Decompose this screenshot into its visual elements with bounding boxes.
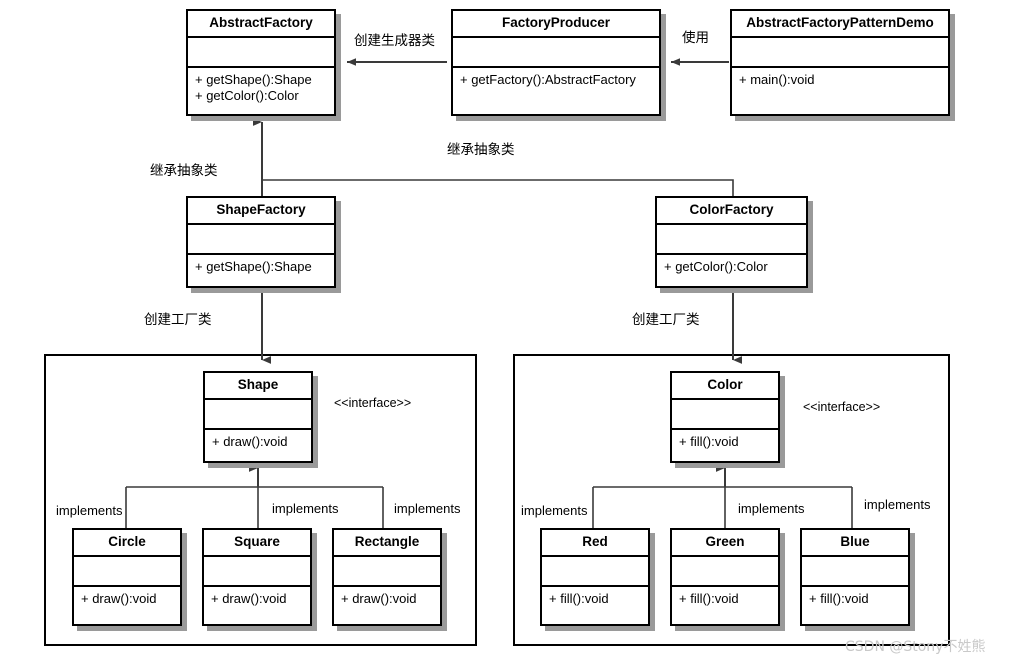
- edge-label-inherit-abstract-left: 继承抽象类: [150, 163, 218, 179]
- class-circle[interactable]: Circle + draw():void: [72, 528, 182, 626]
- class-blue[interactable]: Blue + fill():void: [800, 528, 910, 626]
- class-operations-abstract-factory: + getShape():Shape + getColor():Color: [188, 68, 334, 109]
- class-attributes-abstract-factory: [188, 38, 334, 68]
- operation-item: + getColor():Color: [664, 258, 768, 274]
- class-operations-rectangle: + draw():void: [334, 587, 440, 611]
- class-attributes-demo: [732, 38, 948, 68]
- class-name-red: Red: [542, 530, 648, 557]
- class-attributes-square: [204, 557, 310, 587]
- class-color-interface[interactable]: Color + fill():void: [670, 371, 780, 463]
- class-name-shape: Shape: [205, 373, 311, 400]
- class-operations-blue: + fill():void: [802, 587, 908, 611]
- edge-label-implements-shape-2: implements: [272, 501, 339, 516]
- operation-item: + draw():void: [212, 433, 288, 449]
- operation-item: + getFactory():AbstractFactory: [460, 71, 636, 87]
- edge-label-create-factory-left: 创建工厂类: [144, 312, 212, 328]
- class-name-shape-factory: ShapeFactory: [188, 198, 334, 225]
- operation-item: + getShape():Shape: [195, 71, 312, 87]
- edge-label-use: 使用: [682, 30, 709, 46]
- class-name-demo: AbstractFactoryPatternDemo: [732, 11, 948, 38]
- class-name-color-factory: ColorFactory: [657, 198, 806, 225]
- operation-item: + draw():void: [81, 590, 157, 606]
- class-attributes-shape-factory: [188, 225, 334, 255]
- class-operations-shape-factory: + getShape():Shape: [188, 255, 334, 279]
- class-operations-red: + fill():void: [542, 587, 648, 611]
- edge-label-create-producer: 创建生成器类: [354, 33, 435, 49]
- class-name-rectangle: Rectangle: [334, 530, 440, 557]
- stereotype-label-color: <<interface>>: [803, 400, 881, 414]
- class-shape-interface[interactable]: Shape + draw():void: [203, 371, 313, 463]
- class-name-green: Green: [672, 530, 778, 557]
- edge-label-create-factory-right: 创建工厂类: [632, 312, 700, 328]
- class-attributes-factory-producer: [453, 38, 659, 68]
- edge-label-implements-color-2: implements: [738, 501, 805, 516]
- edge-label-inherit-abstract-right: 继承抽象类: [447, 142, 515, 158]
- class-red[interactable]: Red + fill():void: [540, 528, 650, 626]
- class-name-color: Color: [672, 373, 778, 400]
- class-operations-color-factory: + getColor():Color: [657, 255, 806, 279]
- class-operations-demo: + main():void: [732, 68, 948, 92]
- class-rectangle[interactable]: Rectangle + draw():void: [332, 528, 442, 626]
- class-attributes-color-factory: [657, 225, 806, 255]
- class-name-abstract-factory: AbstractFactory: [188, 11, 334, 38]
- class-factory-producer[interactable]: FactoryProducer + getFactory():AbstractF…: [451, 9, 661, 116]
- class-operations-factory-producer: + getFactory():AbstractFactory: [453, 68, 659, 92]
- operation-item: + fill():void: [549, 590, 609, 606]
- edge-colorfactory-to-abstractfactory: [262, 179, 734, 196]
- color-package-container: [513, 354, 950, 646]
- class-name-blue: Blue: [802, 530, 908, 557]
- class-operations-green: + fill():void: [672, 587, 778, 611]
- edge-label-implements-color-1: implements: [521, 503, 588, 518]
- class-abstract-factory[interactable]: AbstractFactory + getShape():Shape + get…: [186, 9, 336, 116]
- class-attributes-red: [542, 557, 648, 587]
- class-green[interactable]: Green + fill():void: [670, 528, 780, 626]
- operation-item: + fill():void: [809, 590, 869, 606]
- class-attributes-circle: [74, 557, 180, 587]
- class-operations-shape: + draw():void: [205, 430, 311, 454]
- edge-label-implements-color-3: implements: [864, 497, 931, 512]
- class-shape-factory[interactable]: ShapeFactory + getShape():Shape: [186, 196, 336, 288]
- class-operations-circle: + draw():void: [74, 587, 180, 611]
- operation-item: + getShape():Shape: [195, 258, 312, 274]
- stereotype-label-shape: <<interface>>: [334, 396, 412, 410]
- operation-item: + getColor():Color: [195, 87, 299, 103]
- operation-item: + fill():void: [679, 433, 739, 449]
- operation-item: + main():void: [739, 71, 815, 87]
- edge-label-implements-shape-1: implements: [56, 503, 123, 518]
- class-attributes-blue: [802, 557, 908, 587]
- class-attributes-rectangle: [334, 557, 440, 587]
- edge-label-implements-shape-3: implements: [394, 501, 461, 516]
- shape-package-container: [44, 354, 477, 646]
- class-attributes-green: [672, 557, 778, 587]
- class-operations-square: + draw():void: [204, 587, 310, 611]
- class-color-factory[interactable]: ColorFactory + getColor():Color: [655, 196, 808, 288]
- class-attributes-color: [672, 400, 778, 430]
- class-attributes-shape: [205, 400, 311, 430]
- class-square[interactable]: Square + draw():void: [202, 528, 312, 626]
- operation-item: + fill():void: [679, 590, 739, 606]
- class-name-circle: Circle: [74, 530, 180, 557]
- class-abstract-factory-pattern-demo[interactable]: AbstractFactoryPatternDemo + main():void: [730, 9, 950, 116]
- class-name-factory-producer: FactoryProducer: [453, 11, 659, 38]
- operation-item: + draw():void: [211, 590, 287, 606]
- class-operations-color: + fill():void: [672, 430, 778, 454]
- class-name-square: Square: [204, 530, 310, 557]
- csdn-watermark: CSDN @Stony不姓熊: [845, 639, 986, 655]
- operation-item: + draw():void: [341, 590, 417, 606]
